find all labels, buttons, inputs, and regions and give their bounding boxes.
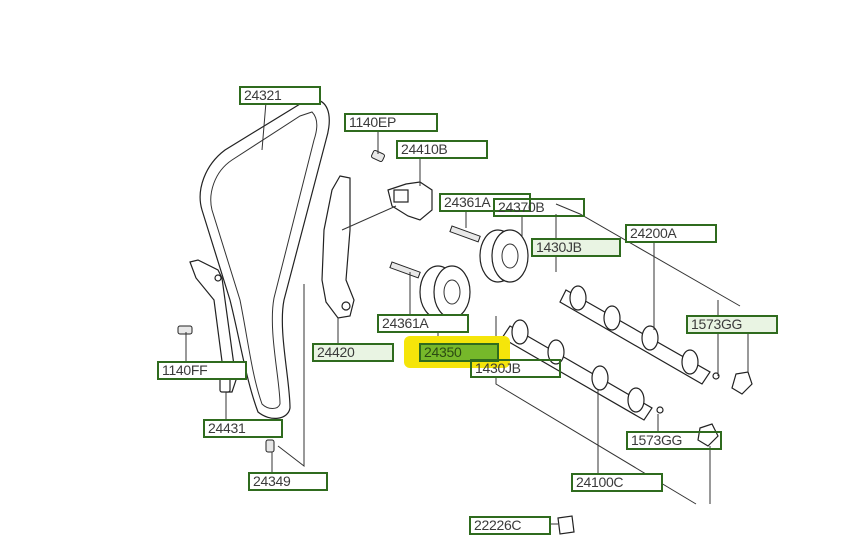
rotor-1573GG[interactable] — [656, 371, 753, 447]
part-label-24349[interactable]: 24349 — [248, 472, 328, 491]
part-label-1430JB-bottom[interactable]: 1430JB — [470, 359, 561, 378]
pin-24349[interactable] — [265, 439, 275, 453]
part-label-1140FF[interactable]: 1140FF — [157, 361, 247, 380]
tensioner-24410B[interactable] — [387, 181, 433, 221]
camshaft-24100C[interactable] — [501, 319, 653, 421]
part-label-24361A-top[interactable]: 24361A — [439, 193, 531, 212]
sprocket-24370B[interactable] — [479, 229, 529, 283]
part-label-1573GG-top[interactable]: 1573GG — [686, 315, 778, 334]
part-label-1573GG-bottom[interactable]: 1573GG — [626, 431, 722, 450]
part-label-24370B[interactable]: 24370B — [493, 198, 585, 217]
part-label-24350[interactable]: 24350 — [419, 343, 499, 362]
plug-22226C[interactable] — [557, 515, 575, 535]
sprocket-24350[interactable] — [419, 265, 471, 319]
bolt-1140EP[interactable] — [371, 149, 385, 163]
part-label-1430JB-top[interactable]: 1430JB — [531, 238, 621, 257]
camshaft-24200A[interactable] — [559, 285, 711, 385]
part-label-24321[interactable]: 24321 — [239, 86, 321, 105]
part-label-22226C[interactable]: 22226C — [469, 516, 551, 535]
part-label-24100C[interactable]: 24100C — [571, 473, 663, 492]
timing-chain-24321[interactable] — [199, 99, 330, 419]
part-label-1140EP[interactable]: 1140EP — [344, 113, 438, 132]
part-label-24200A[interactable]: 24200A — [625, 224, 717, 243]
part-label-24410B[interactable]: 24410B — [396, 140, 488, 159]
bolt-24361A[interactable] — [389, 225, 481, 279]
part-label-24420[interactable]: 24420 — [312, 343, 394, 362]
chain-guide-24420[interactable] — [321, 175, 355, 319]
bolt-1140FF[interactable] — [177, 325, 193, 335]
part-label-24431[interactable]: 24431 — [203, 419, 283, 438]
part-label-24361A-bottom[interactable]: 24361A — [377, 314, 469, 333]
